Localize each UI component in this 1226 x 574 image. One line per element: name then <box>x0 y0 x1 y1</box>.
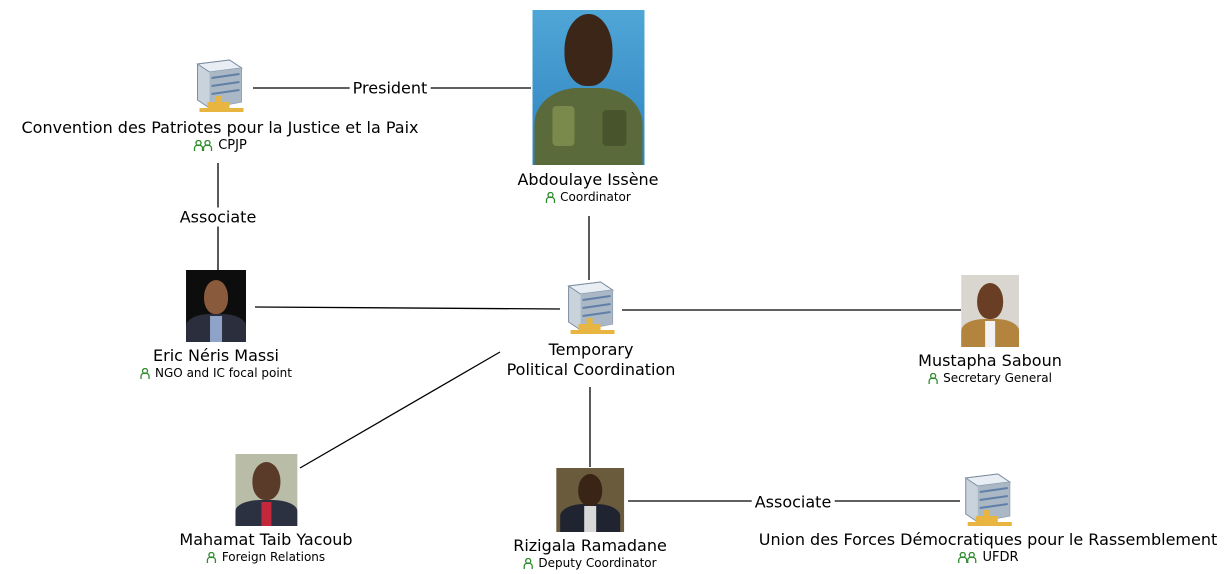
saboun-role-text: Secretary General <box>943 371 1052 385</box>
ramadane-photo <box>555 468 624 532</box>
cpjp-sub: CPJP <box>22 138 419 153</box>
issene-role-text: Coordinator <box>560 190 631 204</box>
node-massi[interactable]: Eric Néris Massi NGO and IC focal point <box>140 270 292 381</box>
yacoub-photo <box>235 454 297 526</box>
person-icon <box>207 551 217 563</box>
massi-role-text: NGO and IC focal point <box>155 366 292 380</box>
issene-role: Coordinator <box>517 190 658 205</box>
yacoub-role-text: Foreign Relations <box>221 550 326 564</box>
node-saboun[interactable]: Mustapha Saboun Secretary General <box>918 275 1062 386</box>
server-org-icon <box>964 473 1012 526</box>
cpjp-name: Convention des Patriotes pour la Justice… <box>21 118 419 137</box>
ufdr-sub: UFDR <box>759 550 1218 565</box>
massi-role: NGO and IC focal point <box>140 366 292 381</box>
massi-photo <box>186 270 246 342</box>
server-org-icon <box>567 281 615 334</box>
edge-massi-tpc <box>254 306 561 310</box>
edge-label-associate-cpjp-massi: Associate <box>176 207 260 227</box>
massi-name: Eric Néris Massi <box>153 346 279 365</box>
saboun-name: Mustapha Saboun <box>918 351 1062 370</box>
node-issene[interactable]: Abdoulaye Issène Coordinator <box>517 10 659 205</box>
person-icon <box>140 367 150 379</box>
ramadane-name: Rizigala Ramadane <box>513 536 667 555</box>
issene-photo <box>532 10 644 165</box>
node-cpjp[interactable]: Convention des Patriotes pour la Justice… <box>21 58 419 153</box>
issene-name: Abdoulaye Issène <box>517 170 659 189</box>
edge-tpc-yacoub <box>299 351 501 469</box>
ramadane-role: Deputy Coordinator <box>513 556 667 571</box>
cpjp-abbrev: CPJP <box>218 138 247 153</box>
tpc-name-line1: Temporary <box>548 340 634 359</box>
ufdr-abbrev: UFDR <box>982 550 1019 565</box>
yacoub-role: Foreign Relations <box>179 550 352 565</box>
yacoub-name: Mahamat Taib Yacoub <box>179 530 353 549</box>
person-icon <box>545 191 555 203</box>
node-ramadane[interactable]: Rizigala Ramadane Deputy Coordinator <box>513 468 667 571</box>
server-org-icon <box>196 59 244 112</box>
group-icon <box>957 551 977 563</box>
edge-label-president: President <box>349 78 431 98</box>
node-yacoub[interactable]: Mahamat Taib Yacoub Foreign Relations <box>179 454 353 565</box>
person-icon <box>523 557 534 569</box>
ufdr-name: Union des Forces Démocratiques pour le R… <box>758 530 1218 549</box>
person-icon <box>928 372 938 384</box>
group-icon <box>193 139 212 151</box>
saboun-role: Secretary General <box>918 371 1062 386</box>
saboun-photo <box>960 275 1019 347</box>
ramadane-role-text: Deputy Coordinator <box>538 556 657 570</box>
node-ufdr[interactable]: Union des Forces Démocratiques pour le R… <box>758 472 1218 565</box>
tpc-name-line2: Political Coordination <box>506 360 676 379</box>
edge-label-associate-ramadane-ufdr: Associate <box>751 492 835 512</box>
node-tpc[interactable]: Temporary Political Coordination <box>506 280 676 379</box>
